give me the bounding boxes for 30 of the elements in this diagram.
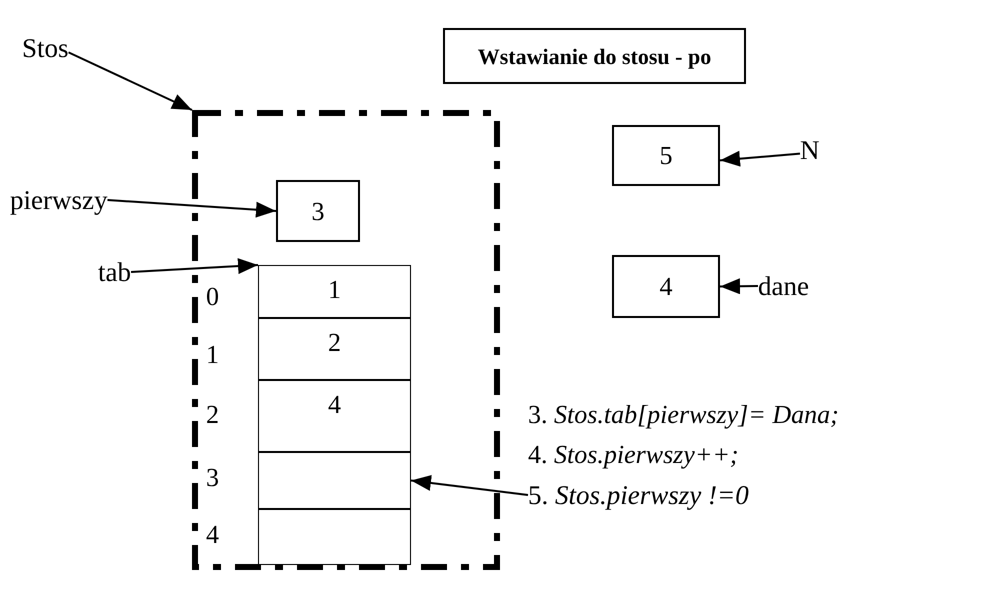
- stack-frame: [192, 110, 500, 570]
- value-box: 3: [276, 180, 360, 242]
- variable-label: dane: [758, 268, 809, 304]
- array-cell: [258, 509, 411, 565]
- code-line: 4. Stos.pierwszy++;: [528, 439, 739, 471]
- pointer-label: pierwszy: [10, 182, 108, 218]
- arrow: [68, 52, 192, 111]
- arrow: [720, 150, 800, 167]
- array-cell: 4: [258, 380, 411, 452]
- row-index: 4: [206, 519, 219, 551]
- arrow: [720, 278, 758, 294]
- row-index: 2: [206, 399, 219, 431]
- array-label: tab: [98, 254, 131, 290]
- row-index: 3: [206, 462, 219, 494]
- row-index: 1: [206, 339, 219, 371]
- array-table: [258, 265, 411, 565]
- code-line: 3. Stos.tab[pierwszy]= Dana;: [528, 399, 839, 431]
- code-line: 5. Stos.pierwszy !=0: [528, 477, 749, 513]
- value-box: 4: [612, 255, 720, 318]
- row-index: 0: [206, 281, 219, 313]
- array-cell: 1: [258, 265, 411, 318]
- value-box: 5: [612, 125, 720, 186]
- arrow: [410, 475, 528, 496]
- variable-label: N: [800, 132, 820, 168]
- arrow: [107, 199, 276, 218]
- arrow: [130, 258, 258, 274]
- array-cell: 2: [258, 318, 411, 380]
- title-box: Wstawianie do stosu - po: [443, 28, 746, 84]
- stack-label: Stos: [22, 26, 69, 70]
- array-cell: [258, 452, 411, 509]
